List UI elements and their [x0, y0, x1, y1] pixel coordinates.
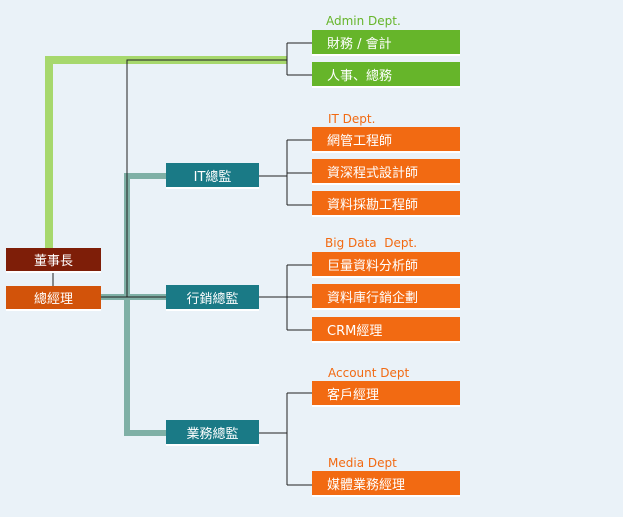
bigdata-role-label: CRM經理	[327, 323, 383, 339]
account-role-manager: 客戶經理	[312, 381, 460, 407]
bigdata-role-crm: CRM經理	[312, 317, 460, 343]
bigdata-role-label: 資料庫行銷企劃	[327, 290, 419, 306]
bigdata-role-db-marketing: 資料庫行銷企劃	[312, 284, 460, 310]
bigdata-role-analyst: 巨量資料分析師	[312, 252, 460, 278]
admin-role-hr: 人事、總務	[312, 62, 460, 88]
it-role-label: 資料採勘工程師	[327, 197, 419, 213]
bigdata-dept-title: Big Data Dept.	[325, 236, 418, 250]
it-role-label: 資深程式設計師	[327, 165, 419, 181]
admin-role-label: 人事、總務	[327, 68, 393, 84]
marketing-director-label: 行銷總監	[186, 291, 239, 307]
it-director-box: IT總監	[166, 163, 259, 189]
account-role-label: 客戶經理	[327, 387, 380, 403]
admin-dept-title: Admin Dept.	[326, 14, 401, 28]
it-role-netadmin: 網管工程師	[312, 127, 460, 153]
media-role-manager: 媒體業務經理	[312, 471, 460, 497]
director-reporting-line	[101, 173, 166, 300]
chairman-box: 董事長	[6, 248, 101, 273]
media-dept-title: Media Dept	[328, 456, 397, 470]
media-role-label: 媒體業務經理	[327, 477, 406, 493]
gm-label: 總經理	[33, 292, 73, 307]
sales-director-box: 業務總監	[166, 420, 259, 446]
it-role-data-mining: 資料採勘工程師	[312, 191, 460, 217]
it-role-label: 網管工程師	[327, 133, 393, 149]
admin-role-finance: 財務 / 會計	[312, 30, 460, 56]
account-dept-title: Account Dept	[328, 366, 410, 380]
admin-reporting-line	[45, 56, 287, 248]
gm-box: 總經理	[6, 286, 101, 311]
it-director-label: IT總監	[193, 169, 232, 185]
chairman-label: 董事長	[33, 254, 73, 269]
marketing-director-box: 行銷總監	[166, 285, 259, 311]
admin-role-label: 財務 / 會計	[327, 36, 392, 52]
sales-director-label: 業務總監	[186, 426, 239, 442]
it-dept-title: IT Dept.	[328, 112, 376, 126]
it-role-senior-programmer: 資深程式設計師	[312, 159, 460, 185]
director-reporting-line-2	[124, 297, 166, 436]
bigdata-role-label: 巨量資料分析師	[327, 258, 419, 274]
